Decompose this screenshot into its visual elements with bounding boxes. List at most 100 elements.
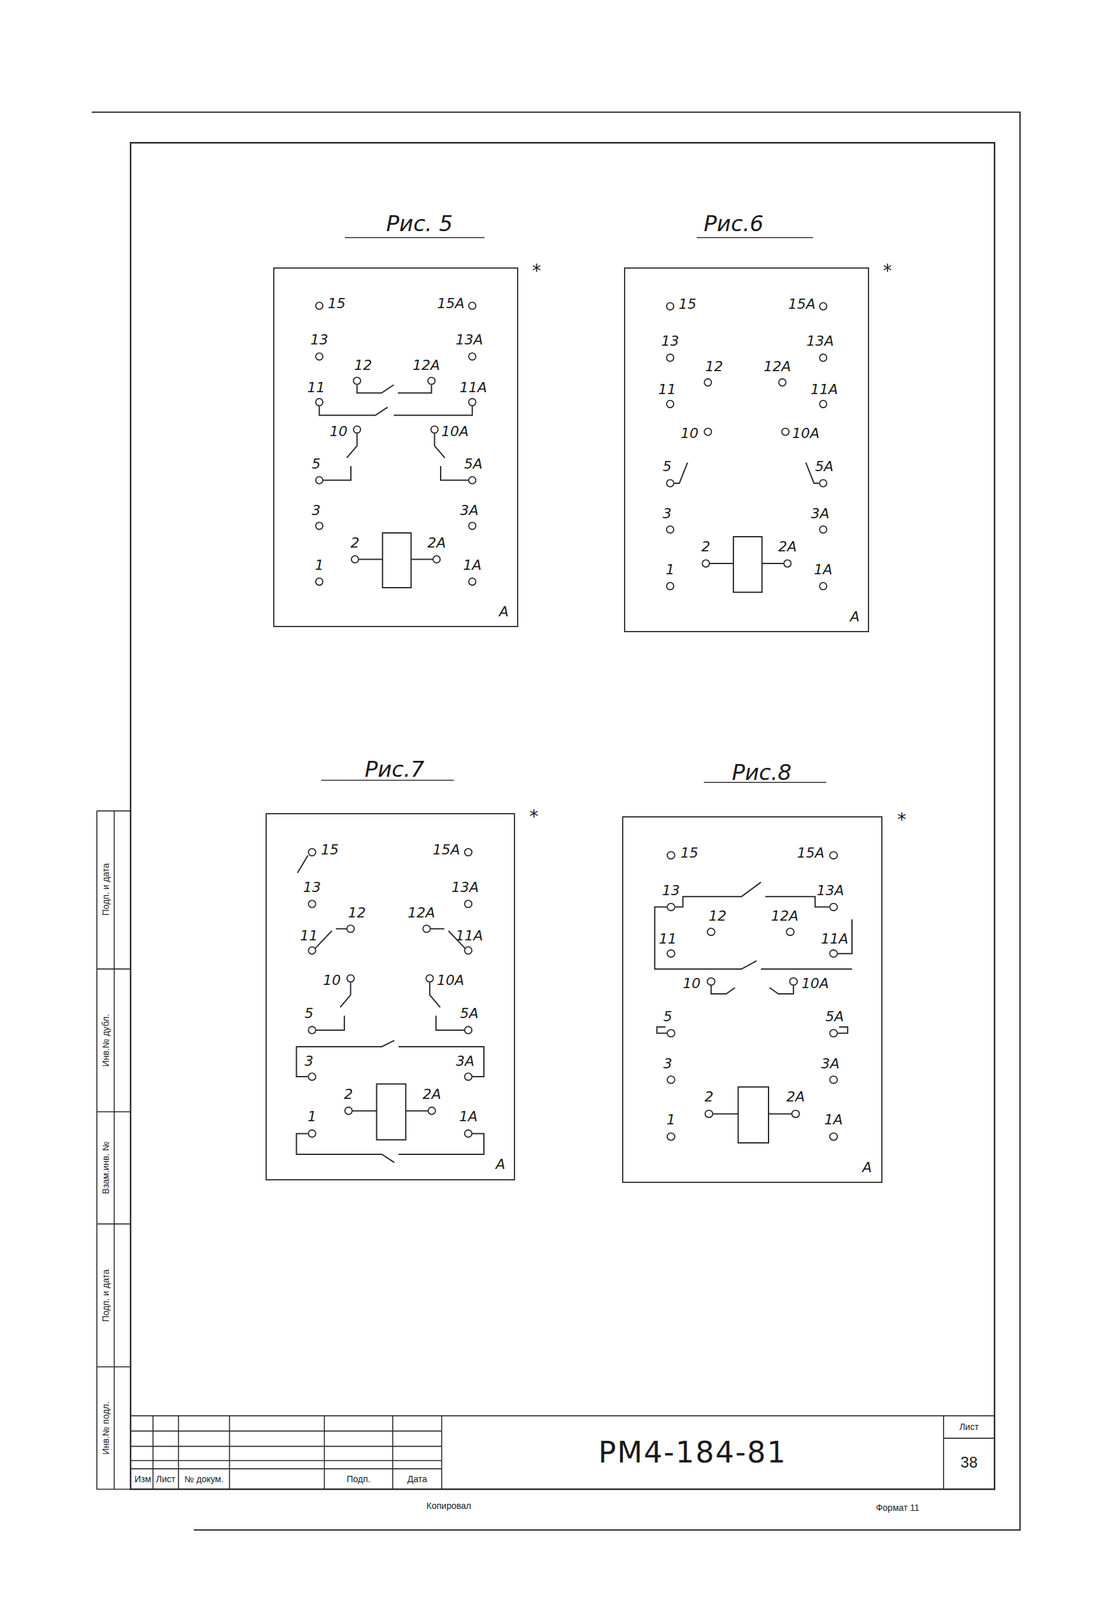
title-block-line <box>178 1416 180 1490</box>
pin-label: 10 <box>322 973 341 988</box>
title-block-line <box>441 1416 443 1490</box>
coil-lead <box>405 1110 428 1112</box>
pin-label: 1 <box>666 1112 676 1128</box>
pin-terminal <box>819 354 827 362</box>
relay-pinout <box>654 851 852 1143</box>
contact-wire <box>765 896 830 907</box>
pin-terminal <box>792 1110 800 1118</box>
coil-lead <box>358 559 383 561</box>
contact-wire <box>357 385 395 394</box>
pin-terminal <box>347 974 355 982</box>
title-block-heading: Дата <box>407 1474 428 1484</box>
stamp-label: Подп. и дата <box>101 863 111 916</box>
contact-wire <box>657 1027 667 1034</box>
pin-label: 10 <box>680 426 699 441</box>
pin-label: 15 <box>680 846 699 861</box>
pin-label: 15А <box>797 846 825 861</box>
pin-terminal <box>704 428 712 436</box>
figure-panel: Рис.7 <box>265 813 516 1181</box>
pin-label: 10А <box>792 426 820 441</box>
pin-terminal <box>783 559 791 567</box>
pin-label: 10А <box>436 973 465 988</box>
pin-label: 1 <box>307 1109 317 1124</box>
pin-label: 15А <box>437 296 465 311</box>
pin-terminal <box>666 479 674 487</box>
pin-terminal <box>667 851 675 859</box>
pin-terminal <box>707 928 716 936</box>
coil-lead <box>411 559 433 561</box>
pin-terminal <box>345 1107 353 1115</box>
pin-terminal <box>431 425 439 433</box>
pin-label: 13А <box>451 880 479 895</box>
view-letter: А <box>850 609 860 624</box>
figure-caption: Рис.6 <box>703 212 764 235</box>
pin-label: 5А <box>815 459 834 474</box>
pin-label: 1 <box>666 562 675 577</box>
title-block-line <box>324 1416 326 1490</box>
pin-terminal <box>704 1110 713 1118</box>
contact-wire <box>837 1027 848 1034</box>
pin-terminal <box>464 848 472 856</box>
title-block-line <box>130 1430 442 1432</box>
pin-terminal <box>829 903 838 911</box>
note-mark: * <box>897 811 907 830</box>
title-block-heading: № докум. <box>184 1474 225 1484</box>
format-note: Формат 11 <box>876 1503 920 1513</box>
pin-terminal <box>702 559 710 567</box>
pin-terminal <box>666 582 674 590</box>
pin-terminal <box>819 302 827 310</box>
pin-terminal <box>704 378 712 386</box>
pin-terminal <box>315 578 323 586</box>
pin-terminal <box>829 1076 838 1084</box>
pin-label: 12А <box>412 358 440 373</box>
pin-terminal <box>315 352 323 360</box>
pin-label: 15А <box>788 297 816 312</box>
title-block-line <box>942 1416 945 1490</box>
stamp-label: Взам.инв. № <box>101 1141 111 1195</box>
stamp-column-line <box>96 968 131 970</box>
coil-symbol <box>382 532 412 588</box>
pin-label: 11 <box>307 380 326 395</box>
pin-terminal <box>468 302 476 310</box>
pin-label: 5 <box>662 459 672 474</box>
pin-label: 13А <box>455 333 483 348</box>
pin-terminal <box>468 476 476 484</box>
pin-label: 12 <box>354 358 372 373</box>
contact-wire <box>322 466 351 481</box>
figure-panel: Рис. 5 <box>273 267 518 628</box>
pin-label: 11А <box>455 928 484 943</box>
pin-label: 13А <box>816 883 844 898</box>
title-block-heading: Подп. <box>347 1474 371 1484</box>
coil-lead <box>712 1112 738 1115</box>
pin-label: 2 <box>701 539 711 554</box>
pin-terminal <box>308 1026 316 1034</box>
pin-terminal <box>666 400 674 408</box>
stamp-label: Подп. и дата <box>101 1268 111 1322</box>
pin-terminal <box>667 1133 675 1141</box>
note-mark: * <box>532 262 542 281</box>
contact-wire <box>711 985 735 994</box>
title-block-line <box>130 1415 995 1417</box>
title-block-heading: Лист <box>155 1474 176 1484</box>
pin-label: 11А <box>820 932 849 947</box>
contact-wire <box>347 433 358 458</box>
contact-wire <box>297 855 308 873</box>
pin-terminal <box>308 946 316 954</box>
pin-label: 3 <box>311 503 321 518</box>
pin-terminal <box>829 851 838 859</box>
pin-terminal <box>666 354 674 362</box>
pin-terminal <box>464 1026 472 1034</box>
title-block-line <box>152 1416 155 1490</box>
pin-terminal <box>819 400 827 408</box>
stamp-label: Инв.№ дубл. <box>101 1014 111 1068</box>
pin-label: 2А <box>427 536 446 551</box>
stamp-column-line <box>96 1111 131 1113</box>
pin-label: 5А <box>460 1006 479 1021</box>
contact-wire <box>336 928 348 930</box>
pin-label: 13 <box>310 333 328 348</box>
stamp-column-line <box>96 811 131 1490</box>
pin-terminal <box>464 1072 472 1080</box>
pin-terminal <box>464 1130 472 1138</box>
pin-terminal <box>315 302 323 310</box>
pin-label: 3А <box>459 503 479 518</box>
